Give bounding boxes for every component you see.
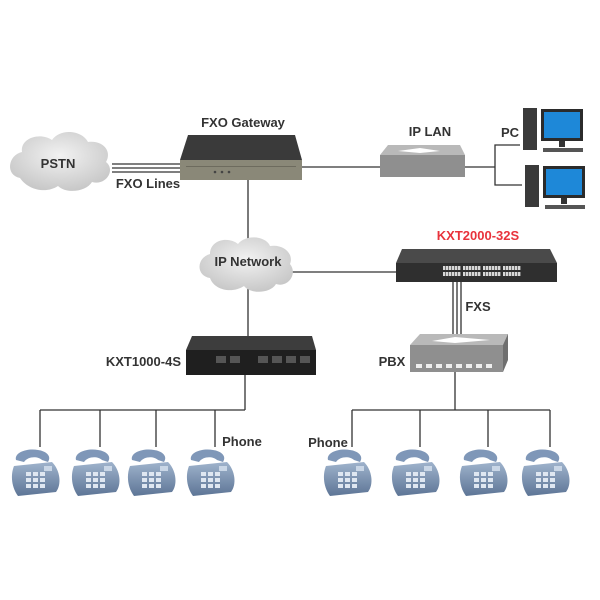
connections [39, 144, 551, 447]
telephone-icon [459, 449, 508, 496]
fxo-gateway-label: FXO Gateway [201, 115, 286, 130]
pbx-device [410, 334, 508, 372]
pbx-label: PBX [379, 354, 406, 369]
phone-label-left: Phone [222, 434, 262, 449]
telephone-icon [521, 449, 570, 496]
telephone-icon [323, 449, 372, 496]
ip-lan-switch [380, 145, 465, 177]
ip-lan-label: IP LAN [409, 124, 451, 139]
telephone-icon [71, 449, 120, 496]
kxt2000-label: KXT2000-32S [437, 228, 520, 243]
pc-branch [494, 144, 522, 186]
pstn-label: PSTN [41, 156, 76, 171]
kxt1000-gateway [186, 336, 316, 375]
telephone-icon [186, 449, 235, 496]
ip-network-label: IP Network [215, 254, 283, 269]
fxs-label: FXS [465, 299, 491, 314]
telephone-icon [391, 449, 440, 496]
kxt1000-label: KXT1000-4S [106, 354, 181, 369]
fxo-lines-label: FXO Lines [116, 176, 180, 191]
telephone-icon [11, 449, 60, 496]
telephone-icon [127, 449, 176, 496]
pc-label: PC [501, 125, 520, 140]
pc-icon [523, 108, 583, 152]
pc-icon [525, 165, 585, 209]
kxt2000-switch [396, 249, 557, 282]
pstn-cloud: PSTN [10, 131, 111, 191]
fxo-gateway-device [180, 135, 302, 180]
ip-network-cloud: IP Network [199, 237, 293, 292]
phone-label-right: Phone [308, 435, 348, 450]
